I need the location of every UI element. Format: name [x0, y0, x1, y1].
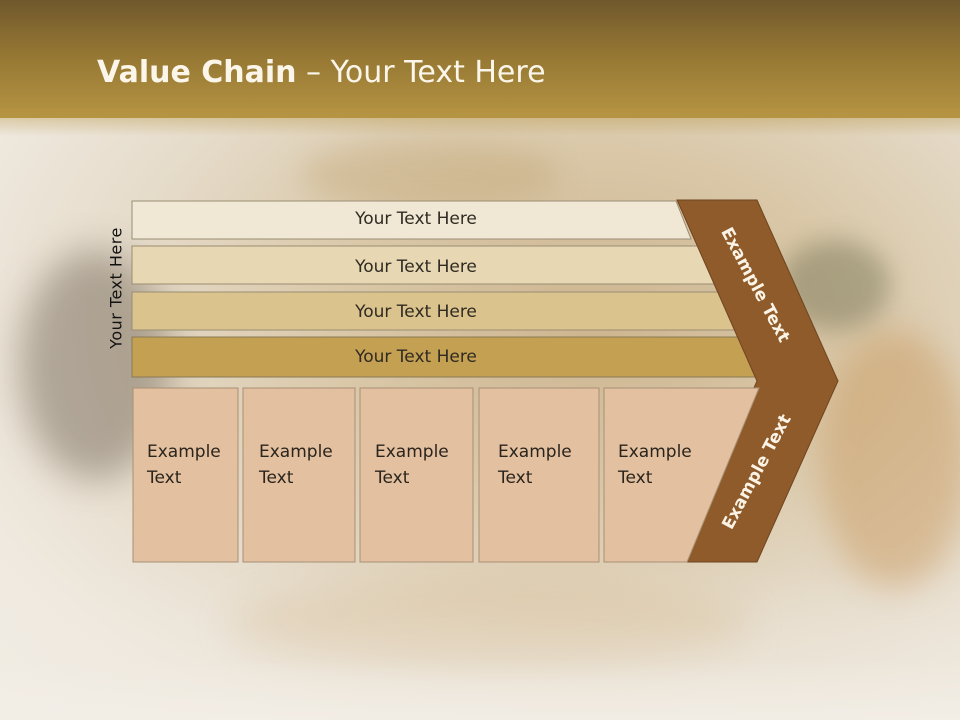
primary-box-3: [359, 387, 474, 563]
support-bar-2-label: Your Text Here: [355, 257, 477, 277]
primary-box-4-line2: Text: [498, 468, 533, 488]
bottom-shade: [0, 660, 960, 720]
support-bar-1: [131, 200, 692, 240]
primary-box-5-line2: Text: [618, 468, 653, 488]
primary-box-2: [242, 387, 356, 563]
primary-box-2-line1: Example: [259, 442, 333, 462]
primary-box-3-line1: Example: [375, 442, 449, 462]
background-photo-shape: [300, 140, 560, 210]
title-bar: [0, 0, 960, 118]
primary-box-4-line1: Example: [498, 442, 572, 462]
primary-box-2-line2: Text: [259, 468, 294, 488]
primary-box-1: [132, 387, 239, 563]
support-bar-3-label: Your Text Here: [355, 302, 477, 322]
support-bar-4-label: Your Text Here: [355, 347, 477, 367]
primary-box-1-line1: Example: [147, 442, 221, 462]
primary-box-5-line1: Example: [618, 442, 692, 462]
slide-title-rest: – Your Text Here: [296, 55, 546, 90]
slide-title: Value Chain – Your Text Here: [97, 55, 546, 90]
background-photo-shape: [820, 330, 960, 590]
primary-box-5: [603, 387, 760, 563]
support-bar-1-label: Your Text Here: [355, 209, 477, 229]
primary-box-1-line2: Text: [147, 468, 182, 488]
slide-title-bold: Value Chain: [97, 55, 297, 90]
primary-box-3-line2: Text: [375, 468, 410, 488]
title-bar-fade: [0, 108, 960, 136]
primary-box-4: [478, 387, 600, 563]
